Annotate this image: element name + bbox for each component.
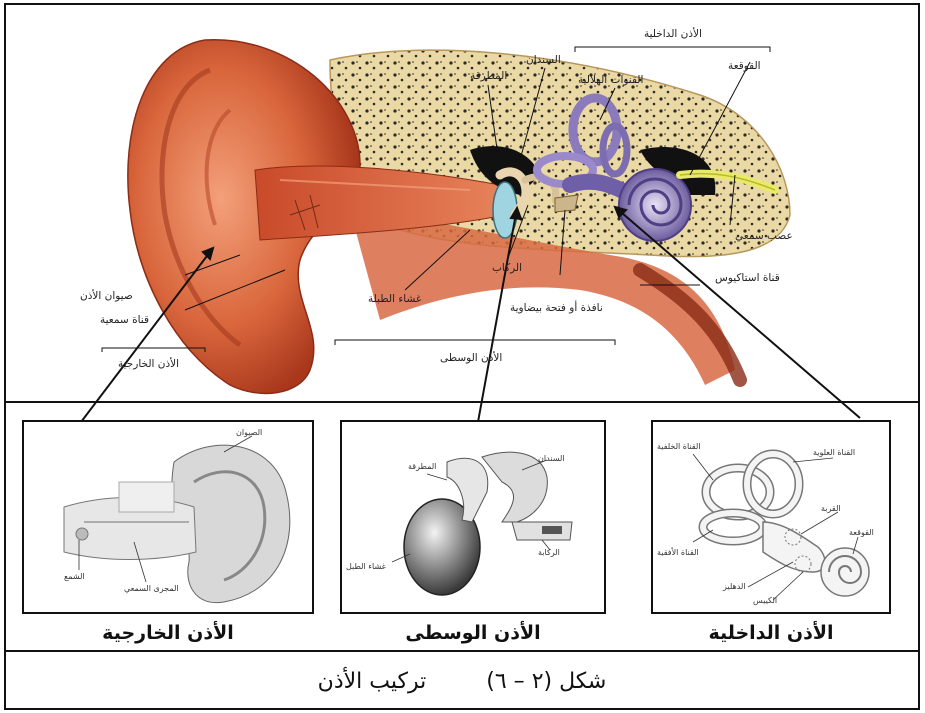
label-stapes: الركاب bbox=[492, 262, 522, 274]
figure-number: شكل (٢ – ٦) bbox=[486, 669, 606, 694]
inner-label-saccule: الكييس bbox=[753, 596, 777, 605]
label-pinna: صيوان الأذن bbox=[80, 290, 133, 302]
label-eardrum: غشاء الطبلة bbox=[368, 293, 421, 305]
inner-label-horizontal-canal: القناة الأفقية bbox=[657, 548, 699, 557]
outer-label-wax: الشمع bbox=[64, 572, 85, 581]
label-auditory-nerve: عصب سمعي bbox=[735, 230, 793, 242]
inner-label-utricle: القربة bbox=[821, 504, 841, 513]
label-malleus: المطرقة bbox=[470, 70, 507, 82]
middle-ear-drawing bbox=[342, 422, 604, 612]
inner-label-vestibule: الدهليز bbox=[723, 582, 746, 591]
middle-label-incus: السندان bbox=[538, 454, 565, 463]
inner-ear-panel: القناة الخلفية القناة العلوية القربة الق… bbox=[651, 420, 891, 614]
label-semicircular-canals: القنوات الهلالية bbox=[578, 74, 643, 86]
inner-ear-caption: الأذن الداخلية bbox=[651, 622, 891, 644]
inner-label-superior-canal: القناة العلوية bbox=[813, 448, 855, 457]
label-middle-ear: الأذن الوسطى bbox=[440, 352, 502, 364]
label-cochlea: القوقعة bbox=[728, 60, 761, 72]
middle-label-eardrum: غشاء الطبل bbox=[346, 562, 386, 571]
label-eustachian-tube: قناة استاكيوس bbox=[715, 272, 780, 284]
figure-caption: شكل (٢ – ٦) تركيب الأذن bbox=[4, 652, 920, 710]
figure-title: تركيب الأذن bbox=[318, 669, 427, 694]
middle-ear-caption: الأذن الوسطى bbox=[340, 622, 606, 644]
outer-label-canal: المجرى السمعي bbox=[124, 584, 179, 593]
label-incus: السندان bbox=[526, 54, 561, 66]
middle-label-malleus: المطرقة bbox=[408, 462, 436, 471]
outer-label-pinna: الصيوان bbox=[236, 428, 262, 437]
middle-label-stapes: الركابة bbox=[538, 548, 560, 557]
outer-ear-panel: الصيوان الشمع المجرى السمعي bbox=[22, 420, 314, 614]
label-inner-ear-top: الأذن الداخلية bbox=[644, 28, 702, 40]
label-outer-ear: الأذن الخارجية bbox=[118, 358, 179, 370]
inner-label-cochlea: القوقعة bbox=[849, 528, 874, 537]
label-ear-canal: قناة سمعية bbox=[100, 314, 149, 326]
label-oval-window: نافذة أو فتحة بيضاوية bbox=[510, 302, 603, 314]
inner-label-posterior-canal: القناة الخلفية bbox=[657, 442, 701, 451]
middle-ear-panel: السندان المطرقة الركابة غشاء الطبل bbox=[340, 420, 606, 614]
outer-ear-caption: الأذن الخارجية bbox=[22, 622, 314, 644]
